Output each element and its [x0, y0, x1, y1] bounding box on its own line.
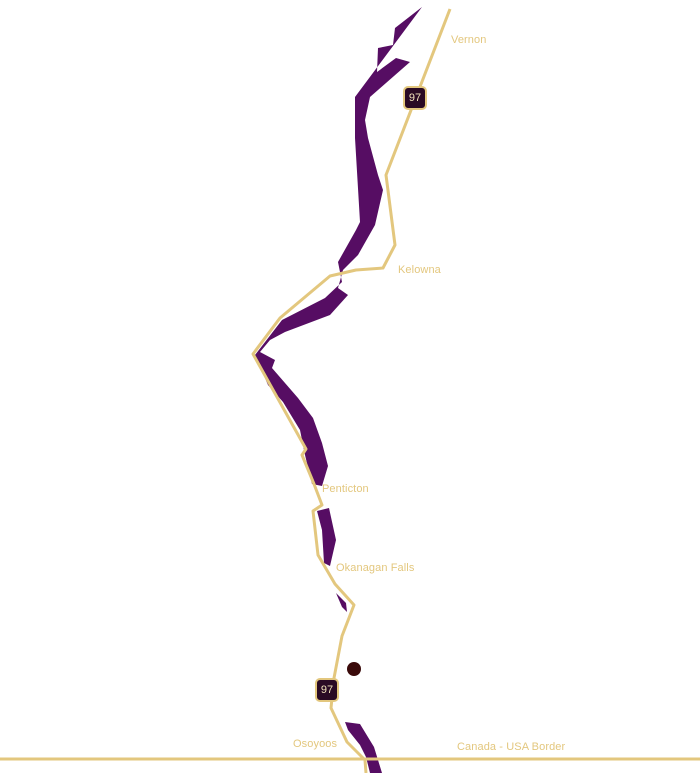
skaha-lake: [317, 508, 336, 566]
location-marker-icon[interactable]: [347, 662, 361, 676]
highway-97-badge-north[interactable]: 97: [403, 86, 427, 110]
city-label-osoyoos[interactable]: Osoyoos: [293, 738, 338, 750]
city-label-vernon[interactable]: Vernon: [451, 34, 487, 46]
highway-97-badge-south[interactable]: 97: [315, 678, 339, 702]
city-label-kelowna[interactable]: Kelowna: [398, 264, 441, 276]
vaseux-lake: [336, 593, 347, 612]
border-label: Canada - USA Border: [457, 741, 566, 753]
city-label-okanagan-falls[interactable]: Okanagan Falls: [336, 562, 415, 574]
city-label-penticton[interactable]: Penticton: [322, 483, 369, 495]
okanagan-lake: [255, 7, 422, 486]
